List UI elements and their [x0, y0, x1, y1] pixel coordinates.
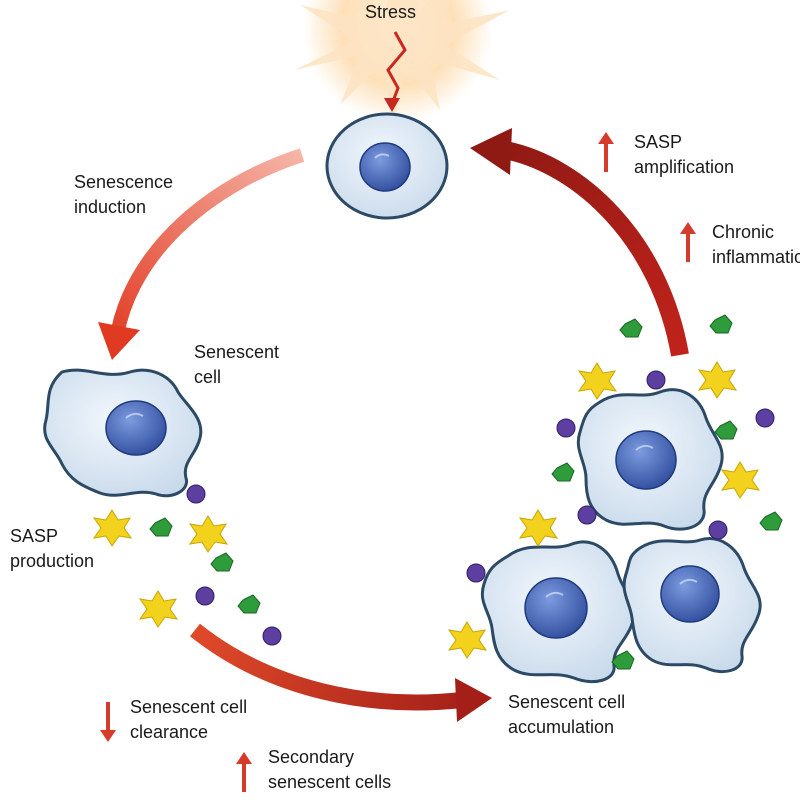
sasp-yellow-particles: [92, 361, 761, 659]
senescence-induction-label: Senescence induction: [74, 170, 173, 220]
senescent-cell-label: Senescent cell: [194, 340, 279, 390]
stress-label: Stress: [365, 2, 417, 22]
senescence-induction-line1: Senescence: [74, 172, 174, 192]
sasp-amplification-arrow: [470, 128, 689, 357]
senescence-induction-line2: induction: [74, 197, 147, 217]
senescent-cell-top: [576, 388, 724, 531]
accumulation-line1: Senescent cell: [508, 692, 626, 712]
clearance-line2: clearance: [130, 722, 209, 742]
sasp-production-line1: SASP: [10, 526, 59, 546]
secondary-line2: senescent cells: [268, 772, 392, 792]
accumulation-arrow: [190, 623, 492, 722]
senescent-cell-accumulation-label: Senescent cell accumulation: [508, 690, 625, 740]
sasp-green-particles: [149, 314, 783, 670]
senescent-cell-line2: cell: [194, 367, 222, 387]
sasp-amplification-line1: SASP: [634, 132, 683, 152]
sasp-production-label: SASP production: [10, 524, 94, 574]
clearance-line1: Senescent cell: [130, 697, 248, 717]
senescent-cell-clearance-label: Senescent cell clearance: [130, 695, 247, 745]
secondary-senescent-cells-label: Secondary senescent cells: [268, 745, 391, 795]
sasp-amplification-label: SASP amplification: [634, 130, 734, 180]
secondary-line1: Secondary: [268, 747, 355, 767]
senescent-cell-left: [43, 368, 203, 498]
clearance-down-arrow-icon: [100, 702, 116, 742]
stress-sun-icon: [295, 0, 510, 123]
stress-bolt-icon: [384, 31, 407, 112]
sasp-production-line2: production: [10, 551, 95, 571]
sasp-amplification-up-arrow-icon: [598, 132, 614, 172]
chronic-inflammation-line2: inflammation: [712, 247, 800, 267]
accumulation-line2: accumulation: [508, 717, 615, 737]
senescent-cell-cluster: [480, 388, 762, 683]
senescence-induction-arrow: [98, 148, 305, 360]
sasp-amplification-line2: amplification: [634, 157, 735, 177]
chronic-inflammation-label: Chronic inflammation: [712, 220, 800, 270]
sasp-purple-particles: [186, 370, 775, 646]
senescent-cell-bottom-left: [480, 540, 636, 683]
chronic-inflammation-up-arrow-icon: [680, 222, 696, 262]
normal-cell: [325, 112, 449, 220]
secondary-senescent-up-arrow-icon: [236, 752, 252, 792]
senescent-cell-line1: Senescent: [194, 342, 280, 362]
chronic-inflammation-line1: Chronic: [712, 222, 775, 242]
senescent-cell-bottom-right: [622, 537, 762, 673]
